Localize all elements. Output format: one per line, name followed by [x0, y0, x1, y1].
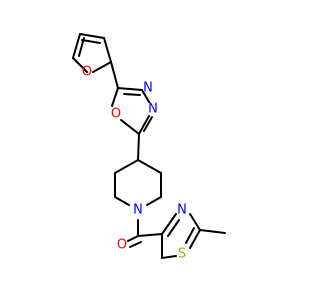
- piperidine-nitrogen-label: N: [133, 203, 143, 218]
- thiazole-sulfur-label: S: [178, 247, 186, 262]
- bond-furan-5: [72, 33, 81, 59]
- oxadiazole-nitrogen-1-label: N: [143, 81, 153, 96]
- bond-carbonyl-o: [127, 235, 139, 242]
- oxadiazole-nitrogen-2-label: N: [148, 102, 158, 117]
- bond-furan-3: [92, 61, 112, 73]
- bond-furan-4: [72, 57, 88, 73]
- bond-pip-6: [137, 159, 162, 174]
- bond-pip-4: [146, 196, 162, 206]
- thiazole-nitrogen-label: N: [177, 203, 187, 218]
- molecule-structure: O O N N N O N S: [0, 0, 300, 300]
- bond-furan-oxadiazole: [110, 61, 119, 89]
- bond-carbonyl-thiazole: [137, 233, 163, 237]
- bond-thz-3: [189, 229, 201, 249]
- background: [0, 0, 300, 300]
- bond-oxd-2: [120, 119, 140, 135]
- furan-oxygen-label: O: [82, 65, 92, 80]
- bond-oxd-5: [117, 87, 143, 91]
- bond-thz-1: [161, 213, 177, 235]
- bond-furan-5b: [78, 37, 85, 57]
- bond-pip-3: [114, 196, 130, 206]
- bond-pip-1: [114, 159, 139, 174]
- bond-furan-1b: [81, 39, 101, 44]
- carbonyl-oxygen-label: O: [117, 238, 127, 253]
- bond-oxd-5b: [123, 93, 141, 96]
- oxadiazole-oxygen-label: O: [111, 107, 121, 122]
- bond-oxd-3: [138, 115, 150, 135]
- bond-thz-2: [189, 213, 201, 231]
- bond-thz-3b: [185, 227, 195, 244]
- bond-oxd-4: [141, 89, 150, 103]
- bond-furan-2: [103, 37, 112, 63]
- bond-furan-1: [79, 33, 105, 39]
- bond-oxd-3b: [143, 116, 153, 132]
- bond-carbonyl-ob: [129, 241, 142, 248]
- bond-oxadiazole-piperidine: [137, 133, 140, 161]
- bond-methyl: [199, 229, 226, 234]
- bonds: [72, 33, 226, 259]
- bond-thz-1b: [167, 219, 180, 237]
- bond-thz-4: [161, 255, 177, 259]
- atom-labels: O O N N N O N S: [82, 65, 187, 262]
- bond-oxd-1: [111, 87, 119, 107]
